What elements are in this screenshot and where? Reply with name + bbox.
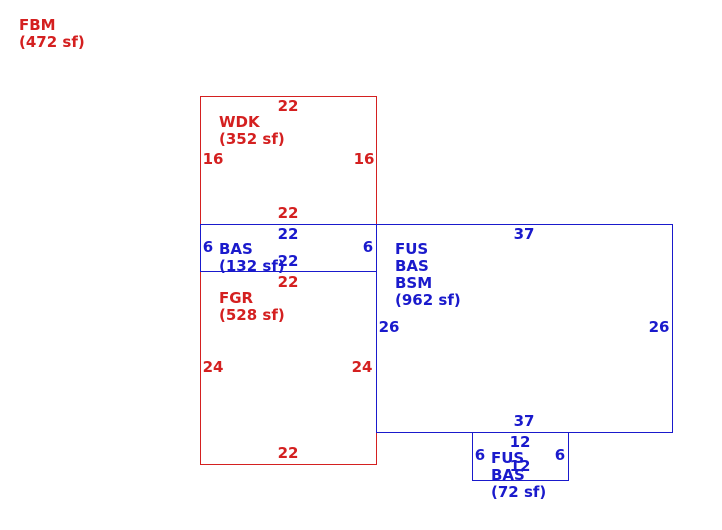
fgr-name: FGR xyxy=(219,289,254,307)
wdk-label: WDK (352 sf) xyxy=(219,114,285,148)
bas-small-right-dim: 6 xyxy=(362,238,374,256)
bas-small-top-dim: 22 xyxy=(277,225,299,243)
fgr-top-dim: 22 xyxy=(277,273,299,291)
main-label: FUS BAS BSM (962 sf) xyxy=(395,241,461,309)
fbm-label: FBM (472 sf) xyxy=(19,17,85,51)
main-line1: FUS xyxy=(395,240,429,258)
wdk-name: WDK xyxy=(219,113,260,131)
main-line3: BSM xyxy=(395,274,433,292)
main-left-dim: 26 xyxy=(378,318,400,336)
main-top-dim: 37 xyxy=(513,225,535,243)
main-area: (962 sf) xyxy=(395,291,461,309)
wdk-top-dim: 22 xyxy=(277,97,299,115)
bas-small-area: (132 sf) xyxy=(219,257,285,275)
bas-small-name: BAS xyxy=(219,240,253,258)
main-right-dim: 26 xyxy=(648,318,670,336)
bas-small-label: BAS (132 sf) xyxy=(219,241,285,275)
bump-bottom-dim: 12 xyxy=(509,457,531,475)
bump-left-dim: 6 xyxy=(474,446,486,464)
fbm-area: (472 sf) xyxy=(19,33,85,51)
wdk-area: (352 sf) xyxy=(219,130,285,148)
fgr-area: (528 sf) xyxy=(219,306,285,324)
bump-right-dim: 6 xyxy=(554,446,566,464)
bump-area: (72 sf) xyxy=(491,483,547,501)
fbm-name: FBM xyxy=(19,16,56,34)
wdk-bottom-dim: 22 xyxy=(277,204,299,222)
wdk-left-dim: 16 xyxy=(202,150,224,168)
fgr-label: FGR (528 sf) xyxy=(219,290,285,324)
bas-small-left-dim: 6 xyxy=(202,238,214,256)
main-bottom-dim: 37 xyxy=(513,412,535,430)
main-line2: BAS xyxy=(395,257,429,275)
bump-line2: BAS xyxy=(491,466,525,484)
bump-rect xyxy=(472,432,569,481)
fgr-right-dim: 24 xyxy=(351,358,373,376)
fgr-left-dim: 24 xyxy=(202,358,224,376)
fgr-bottom-dim: 22 xyxy=(277,444,299,462)
bas-small-bottom-dim: 22 xyxy=(277,252,299,270)
bump-top-dim: 12 xyxy=(509,433,531,451)
bump-line1: FUS xyxy=(491,449,525,467)
wdk-right-dim: 16 xyxy=(353,150,375,168)
bump-label: FUS BAS (72 sf) xyxy=(491,450,546,501)
